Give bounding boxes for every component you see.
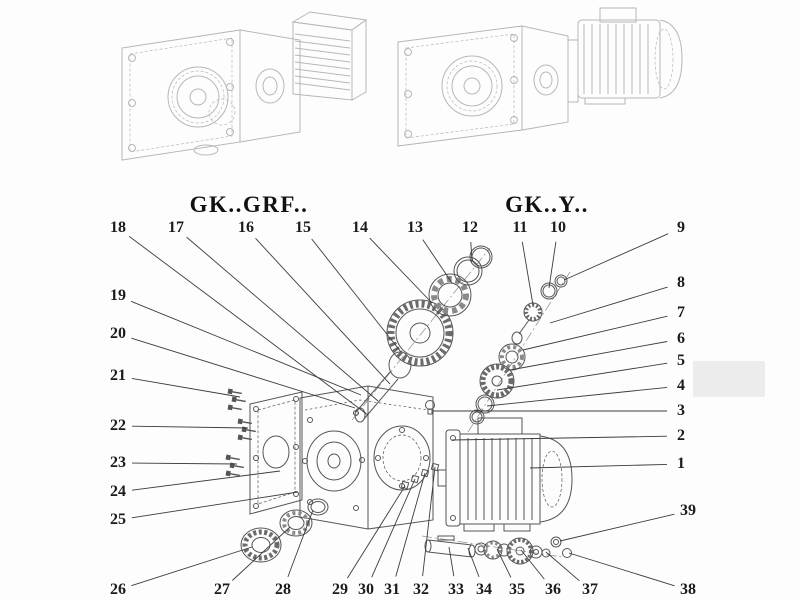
part-callout-35: 35: [509, 581, 525, 598]
electric-motor: [437, 417, 573, 532]
model-label-gk-y: GK..Y..: [505, 192, 589, 217]
assembled-drawing-gk-grf: [121, 11, 368, 161]
leader-line-15: [311, 238, 402, 353]
part-callout-7: 7: [677, 304, 685, 321]
output-gear-and-bearings: [354, 245, 493, 423]
leader-line-24: [131, 470, 281, 491]
leader-line-12: [470, 241, 473, 263]
leader-line-28: [287, 509, 314, 578]
part-callout-20: 20: [110, 325, 126, 342]
leader-line-34: [467, 547, 480, 578]
part-callout-8: 8: [677, 274, 685, 291]
part-callout-15: 15: [295, 219, 311, 236]
leader-line-16: [255, 237, 391, 385]
part-callout-34: 34: [476, 581, 492, 598]
model-label-gk-grf: GK..GRF..: [189, 192, 309, 217]
part-callout-23: 23: [110, 454, 126, 471]
leader-line-9: [563, 233, 669, 281]
leader-line-30: [371, 478, 416, 578]
part-callout-1: 1: [677, 455, 685, 472]
leader-line-1: [529, 463, 668, 469]
leader-line-11: [521, 241, 534, 306]
part-callout-38: 38: [680, 581, 696, 598]
part-callout-11: 11: [512, 219, 528, 236]
leader-line-35: [496, 548, 512, 578]
leader-line-20: [131, 337, 356, 409]
part-callout-32: 32: [413, 581, 429, 598]
leader-line-4: [486, 386, 668, 407]
leader-lines: [128, 233, 675, 587]
part-callout-39: 39: [680, 502, 696, 519]
leader-line-32: [422, 466, 436, 577]
part-callout-2: 2: [677, 427, 685, 444]
part-callout-28: 28: [275, 581, 291, 598]
leader-line-13: [422, 239, 453, 284]
output-shaft-assembly: [424, 535, 572, 565]
leader-line-23: [131, 462, 238, 465]
leader-line-17: [186, 236, 379, 402]
part-callout-4: 4: [677, 377, 685, 394]
leader-line-31: [395, 472, 426, 577]
part-callout-29: 29: [332, 581, 348, 598]
leader-line-19: [130, 300, 362, 396]
part-callout-14: 14: [352, 219, 368, 236]
part-callout-33: 33: [448, 581, 464, 598]
part-callout-19: 19: [110, 287, 126, 304]
part-callout-13: 13: [407, 219, 423, 236]
part-callout-26: 26: [110, 581, 126, 598]
leader-line-36: [520, 549, 545, 580]
part-callout-17: 17: [168, 219, 184, 236]
leader-line-39: [559, 513, 675, 542]
assembly-axis-lines: [351, 247, 571, 558]
leader-line-14: [369, 237, 433, 304]
part-callout-27: 27: [214, 581, 230, 598]
gearbox-housing: [299, 385, 435, 530]
leader-line-6: [509, 341, 668, 371]
part-callout-37: 37: [582, 581, 598, 598]
leader-line-2: [451, 435, 668, 441]
leader-line-27: [231, 526, 291, 581]
leader-line-5: [496, 362, 668, 391]
watermark-patch: [693, 361, 765, 397]
assembled-drawing-gk-y: [397, 7, 683, 147]
part-callout-6: 6: [677, 330, 685, 347]
leader-line-18: [128, 236, 369, 416]
part-callout-21: 21: [110, 367, 126, 384]
leader-line-10: [548, 241, 557, 289]
leader-line-33: [448, 546, 455, 577]
leader-line-37: [545, 551, 580, 582]
leader-line-26: [131, 546, 253, 587]
mounting-flange-and-screws: [224, 387, 303, 515]
leader-line-25: [131, 491, 299, 519]
leader-line-38: [568, 552, 675, 587]
input-pinion-and-bearings: [469, 274, 568, 425]
part-callout-12: 12: [462, 219, 478, 236]
part-callout-3: 3: [677, 402, 685, 419]
part-callout-24: 24: [110, 483, 126, 500]
part-callout-36: 36: [545, 581, 561, 598]
part-callout-10: 10: [550, 219, 566, 236]
part-callout-31: 31: [384, 581, 400, 598]
part-callout-25: 25: [110, 511, 126, 528]
leader-line-8: [549, 286, 668, 324]
part-callout-22: 22: [110, 417, 126, 434]
ring-gear-and-seals: [240, 498, 329, 563]
leader-line-21: [131, 377, 241, 398]
part-callout-9: 9: [677, 219, 685, 236]
part-callout-5: 5: [677, 352, 685, 369]
part-callout-30: 30: [358, 581, 374, 598]
leader-line-22: [131, 425, 249, 429]
leader-line-29: [347, 485, 406, 579]
part-callout-18: 18: [110, 219, 126, 236]
leader-line-7: [522, 315, 668, 351]
part-callout-16: 16: [238, 219, 254, 236]
